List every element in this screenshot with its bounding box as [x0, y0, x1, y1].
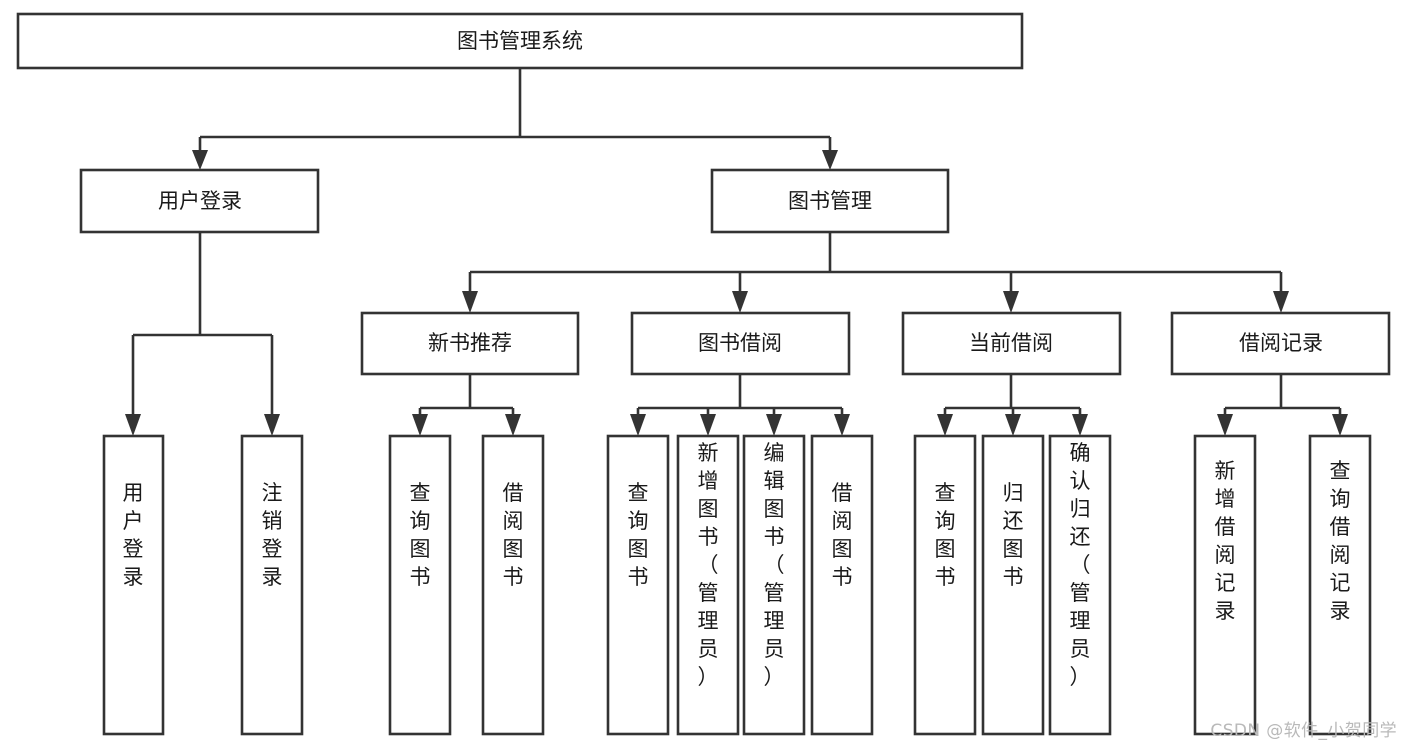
node-leaf-borrow-book-2[interactable]: 借阅图书: [810, 434, 874, 736]
node-leaf-borrow-book-2-box[interactable]: [810, 434, 874, 736]
arrow-leaf-add-record: [1217, 414, 1233, 436]
node-user-login-box[interactable]: [79, 168, 320, 234]
csdn-watermark: CSDN @软件_小贺同学: [1210, 721, 1397, 741]
node-leaf-query-book-2-box[interactable]: [606, 434, 670, 736]
node-leaf-query-book-3-label: 查询图书: [935, 481, 956, 589]
node-leaf-borrow-book-1[interactable]: 借阅图书: [481, 434, 545, 736]
node-leaf-add-book-label: 新增图书（管理员）: [698, 441, 719, 689]
node-leaf-user-login-box[interactable]: [102, 434, 165, 736]
node-leaf-user-logout-label: 注销登录: [262, 481, 283, 589]
node-book-borrow-label: 图书借阅: [698, 331, 782, 355]
arrow-leaf-borrow-book-1: [505, 414, 521, 436]
node-leaf-return-book-box[interactable]: [981, 434, 1045, 736]
arrow-to-borrow-record: [1273, 291, 1289, 313]
leaf-nodes: 用户登录 注销登录 查询图书 借阅图书 查询图书 新增图书（管理员）: [102, 434, 1372, 736]
arrow-to-book-manage: [822, 150, 838, 170]
node-leaf-add-book-box[interactable]: [676, 434, 740, 736]
node-current-borrow[interactable]: 当前借阅: [901, 311, 1122, 376]
node-leaf-add-record-label: 新增借阅记录: [1215, 459, 1236, 623]
arrow-leaf-query-book-3: [937, 414, 953, 436]
node-current-borrow-label: 当前借阅: [969, 331, 1053, 355]
node-new-book-rec[interactable]: 新书推荐: [360, 311, 580, 376]
arrow-leaf-query-record: [1332, 414, 1348, 436]
node-borrow-record-box[interactable]: [1170, 311, 1391, 376]
node-leaf-query-book-2-label: 查询图书: [628, 481, 649, 589]
arrow-to-new-book-rec: [462, 291, 478, 313]
arrow-leaf-return-book: [1005, 414, 1021, 436]
arrow-leaf-query-book-2: [630, 414, 646, 436]
arrow-leaf-borrow-book-2: [834, 414, 850, 436]
node-root[interactable]: 图书管理系统: [16, 12, 1024, 70]
arrow-leaf-confirm-return: [1072, 414, 1088, 436]
node-user-login-label: 用户登录: [158, 189, 242, 213]
node-leaf-borrow-book-1-label: 借阅图书: [503, 481, 524, 589]
arrow-leaf-user-logout: [264, 414, 280, 436]
node-current-borrow-box[interactable]: [901, 311, 1122, 376]
node-leaf-borrow-book-2-label: 借阅图书: [832, 481, 853, 589]
arrow-leaf-edit-book: [766, 414, 782, 436]
node-leaf-query-book-1-box[interactable]: [388, 434, 452, 736]
node-leaf-query-record-box[interactable]: [1308, 434, 1372, 736]
node-book-manage-label: 图书管理: [788, 189, 872, 213]
node-book-manage[interactable]: 图书管理: [710, 168, 950, 234]
node-leaf-edit-book-box[interactable]: [742, 434, 806, 736]
node-root-label: 图书管理系统: [457, 29, 583, 53]
node-book-manage-box[interactable]: [710, 168, 950, 234]
node-leaf-add-record-box[interactable]: [1193, 434, 1257, 736]
node-new-book-rec-box[interactable]: [360, 311, 580, 376]
node-leaf-query-book-1[interactable]: 查询图书: [388, 434, 452, 736]
node-root-box[interactable]: [16, 12, 1024, 70]
node-new-book-rec-label: 新书推荐: [428, 331, 512, 355]
node-leaf-query-record[interactable]: 查询借阅记录: [1308, 434, 1372, 736]
node-leaf-edit-book-label: 编辑图书（管理员）: [764, 441, 785, 689]
node-leaf-borrow-book-1-box[interactable]: [481, 434, 545, 736]
node-book-borrow-box[interactable]: [630, 311, 851, 376]
arrow-leaf-add-book: [700, 414, 716, 436]
node-leaf-confirm-return[interactable]: 确认归还（管理员）: [1048, 434, 1112, 736]
node-user-login[interactable]: 用户登录: [79, 168, 320, 234]
node-leaf-add-record[interactable]: 新增借阅记录: [1193, 434, 1257, 736]
node-leaf-query-book-1-label: 查询图书: [410, 481, 431, 589]
node-leaf-confirm-return-label: 确认归还（管理员）: [1070, 441, 1091, 689]
node-leaf-user-login[interactable]: 用户登录: [102, 434, 165, 736]
node-leaf-user-logout-box[interactable]: [240, 434, 304, 736]
node-leaf-return-book[interactable]: 归还图书: [981, 434, 1045, 736]
arrow-to-current-borrow: [1003, 291, 1019, 313]
arrow-to-user-login: [192, 150, 208, 170]
node-leaf-query-book-3[interactable]: 查询图书: [913, 434, 977, 736]
node-leaf-query-book-3-box[interactable]: [913, 434, 977, 736]
node-borrow-record[interactable]: 借阅记录: [1170, 311, 1391, 376]
arrow-to-book-borrow: [732, 291, 748, 313]
node-book-borrow[interactable]: 图书借阅: [630, 311, 851, 376]
node-leaf-add-book[interactable]: 新增图书（管理员）: [676, 434, 740, 736]
arrow-leaf-user-login: [125, 414, 141, 436]
node-leaf-user-logout[interactable]: 注销登录: [240, 434, 304, 736]
node-leaf-confirm-return-box[interactable]: [1048, 434, 1112, 736]
connectors: [125, 68, 1348, 436]
arrow-leaf-query-book-1: [412, 414, 428, 436]
node-leaf-query-record-label: 查询借阅记录: [1330, 459, 1351, 623]
node-leaf-user-login-label: 用户登录: [123, 481, 144, 589]
node-leaf-query-book-2[interactable]: 查询图书: [606, 434, 670, 736]
node-leaf-edit-book[interactable]: 编辑图书（管理员）: [742, 434, 806, 736]
node-leaf-return-book-label: 归还图书: [1003, 481, 1024, 589]
node-borrow-record-label: 借阅记录: [1239, 331, 1323, 355]
